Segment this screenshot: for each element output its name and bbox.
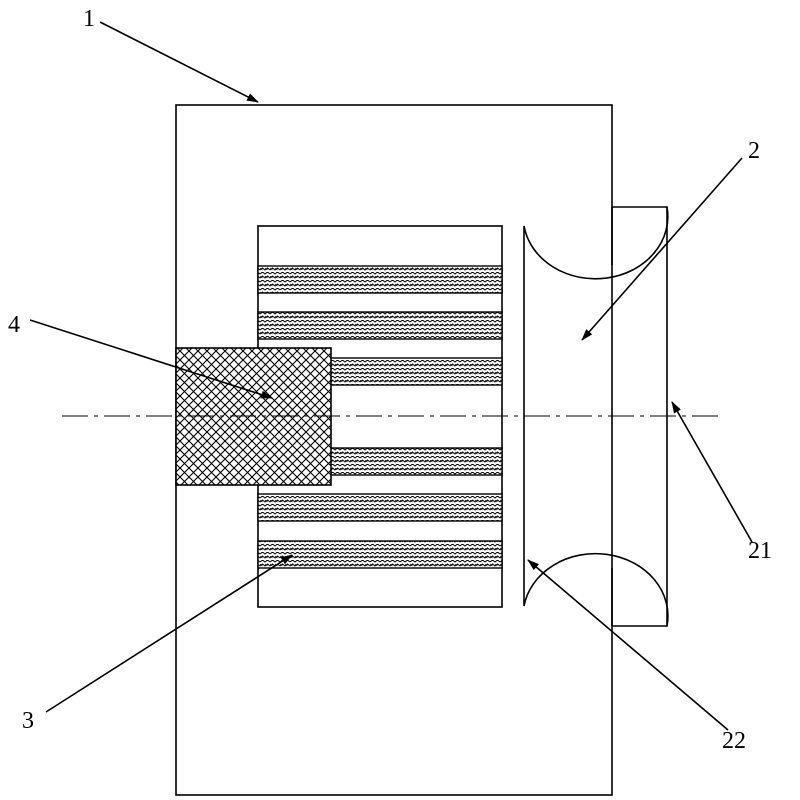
leader-22 [528, 560, 728, 730]
label-4: 4 [8, 312, 20, 338]
hatched-layer [258, 494, 502, 521]
concave-face-bottom [524, 554, 668, 626]
leader-3 [46, 555, 292, 712]
leader-2 [582, 158, 742, 340]
leader-21 [672, 402, 752, 542]
label-22: 22 [722, 728, 746, 754]
hatched-layer [258, 266, 502, 293]
leader-1 [100, 22, 258, 102]
hatched-layer [258, 312, 502, 339]
label-3: 3 [22, 708, 34, 734]
label-21: 21 [748, 538, 772, 564]
label-1: 1 [83, 6, 95, 32]
label-2: 2 [748, 138, 760, 164]
hatched-layer [258, 541, 502, 568]
